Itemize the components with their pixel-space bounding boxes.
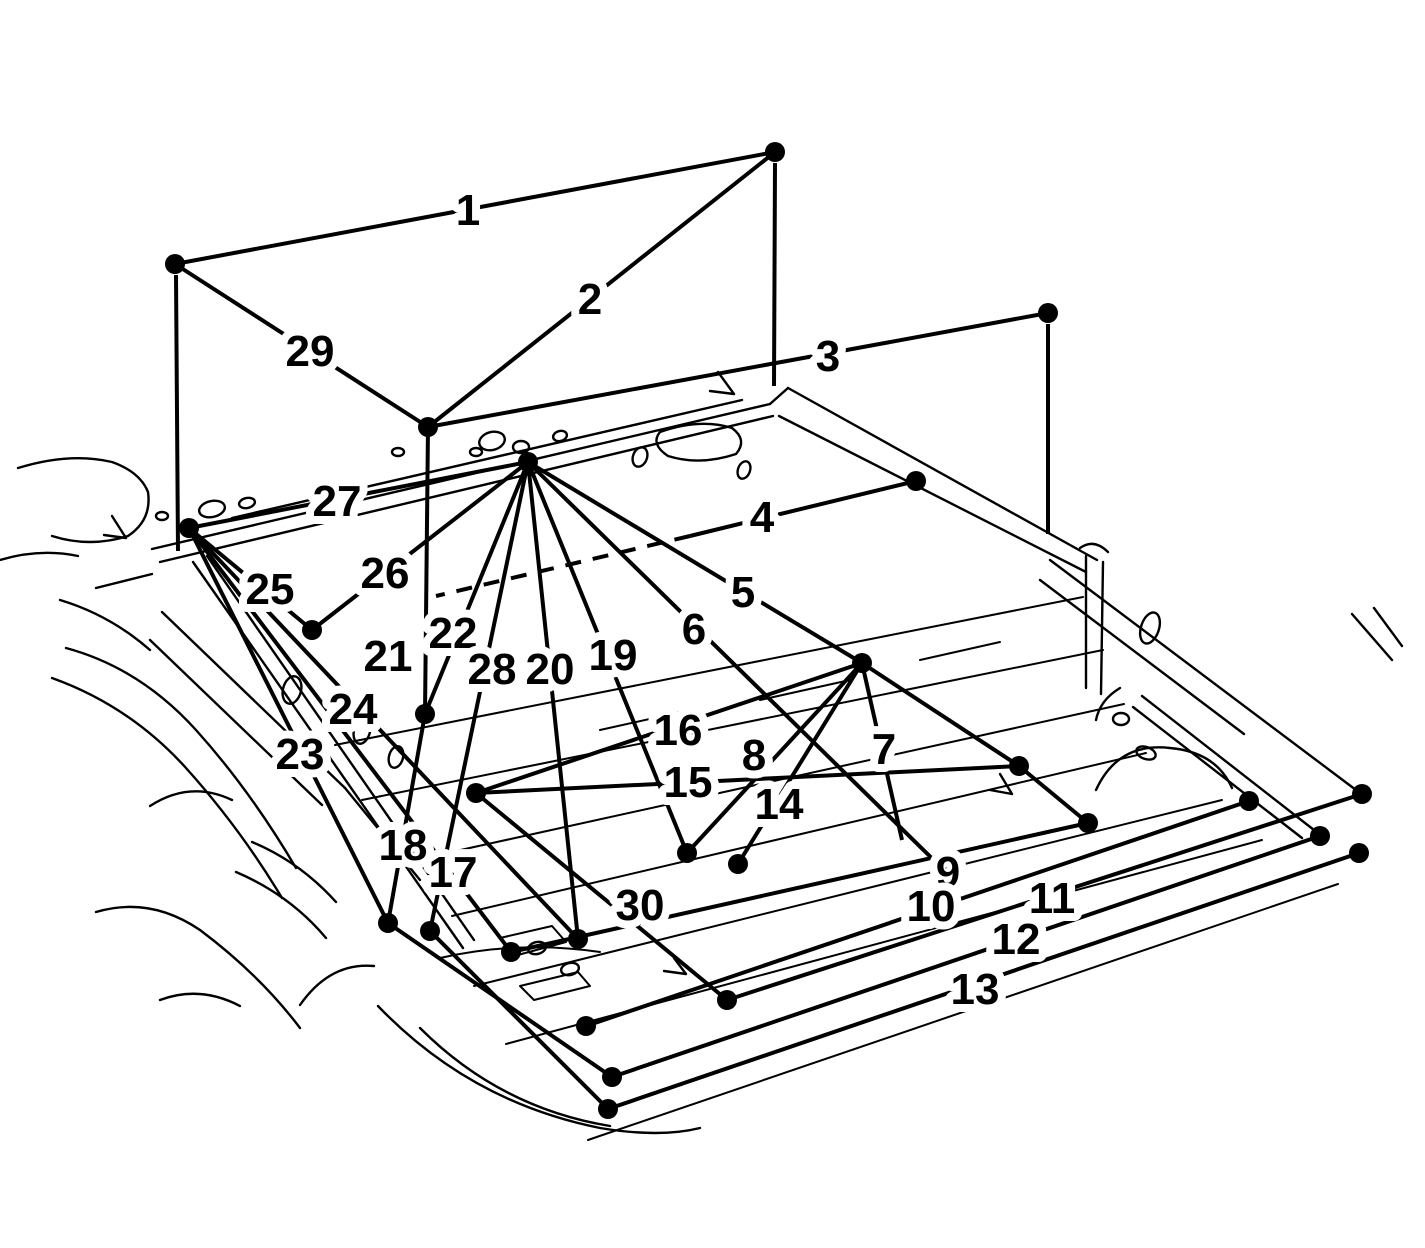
measurement-line-25 (187, 526, 314, 632)
measurement-line-6 (526, 460, 954, 880)
measurement-point-RB2 (1239, 791, 1259, 811)
measurement-line-11 (726, 792, 1363, 1002)
measurement-point-P4 (906, 471, 926, 491)
measurement-line-5 (526, 460, 864, 665)
measurement-line-23 (187, 527, 390, 924)
measurement-line-14 (736, 661, 864, 866)
measurement-label-2: 2 (578, 275, 602, 324)
measurement-point-RB3 (1310, 826, 1330, 846)
measurement-line-15 (475, 764, 1020, 795)
measurement-point-RB1 (1352, 784, 1372, 804)
measurement-label-27: 27 (313, 477, 362, 526)
measurement-point-A (378, 913, 398, 933)
measurement-point-RB4 (1349, 843, 1369, 863)
measurement-label-26: 26 (361, 549, 410, 598)
measurement-point-PD15 (1009, 756, 1029, 776)
measurement-point-B (420, 921, 440, 941)
measurement-line-26 (310, 460, 530, 632)
measurement-point-PJ (418, 417, 438, 437)
measurement-point-P2 (165, 254, 185, 274)
measurement-label-13: 13 (951, 965, 1000, 1014)
measurement-line-28 (428, 461, 530, 932)
measurement-label-5: 5 (731, 568, 755, 617)
measurement-label-22: 22 (429, 609, 478, 658)
measurement-label-6: 6 (682, 605, 706, 654)
vehicle-line-art (0, 370, 1404, 1141)
measurement-point-F (602, 1067, 622, 1087)
reference-segment-8 (435, 534, 691, 598)
reference-segment-7 (428, 929, 610, 1111)
measurement-line-12 (611, 834, 1321, 1079)
measurement-label-24: 24 (329, 685, 378, 734)
measurement-line-10 (585, 799, 1250, 1028)
measurement-line-27 (188, 460, 529, 530)
measurement-label-16: 16 (654, 706, 703, 755)
measurement-point-M1 (677, 843, 697, 863)
measurement-label-25: 25 (246, 565, 295, 614)
reference-segment-2 (174, 274, 180, 552)
reference-segment-1 (772, 162, 777, 387)
measurement-point-H3 (466, 783, 486, 803)
measurement-label-10: 10 (907, 882, 956, 931)
measurement-label-12: 12 (992, 915, 1041, 964)
measurement-line-2 (426, 150, 777, 429)
measurement-point-E (576, 1016, 596, 1036)
measurement-line-22 (423, 461, 530, 715)
measurement-point-PR (852, 653, 872, 673)
measurement-line-3 (427, 311, 1049, 429)
measurement-label-1: 1 (456, 186, 480, 235)
measurement-label-14: 14 (755, 780, 804, 829)
measurement-point-D (568, 929, 588, 949)
measurement-line-7 (860, 662, 904, 841)
measurement-label-20: 20 (526, 645, 575, 694)
measurement-point-PL (179, 518, 199, 538)
measurement-label-3: 3 (816, 332, 840, 381)
measurement-point-P3 (1038, 303, 1058, 323)
measurement-point-PD9 (1078, 813, 1098, 833)
measurement-line-16 (475, 661, 863, 795)
measurement-line-24 (187, 526, 580, 941)
measurement-line-30 (474, 791, 729, 1002)
measurement-label-21: 21 (364, 632, 413, 681)
measurement-line-13 (607, 851, 1360, 1111)
reference-segment-4 (860, 661, 1021, 768)
measurement-label-30: 30 (616, 881, 665, 930)
measurement-label-7: 7 (872, 725, 896, 774)
reference-segment-5 (1017, 764, 1090, 825)
measurement-point-P21b (415, 704, 435, 724)
measurement-line-21 (423, 426, 430, 715)
measurement-label-11: 11 (1029, 874, 1076, 923)
measurement-point-G (598, 1099, 618, 1119)
measurement-point-C (501, 942, 521, 962)
measurement-point-Q (717, 990, 737, 1010)
measurement-label-19: 19 (589, 631, 638, 680)
measurement-point-P26 (302, 620, 322, 640)
measurement-label-29: 29 (286, 327, 335, 376)
measurement-label-15: 15 (664, 758, 713, 807)
measurement-line-17 (187, 526, 513, 954)
measurement-point-P1 (765, 142, 785, 162)
measurement-line-4 (689, 479, 917, 538)
measurement-line-1 (174, 150, 776, 266)
measurement-label-4: 4 (750, 493, 775, 542)
measurement-label-23: 23 (276, 730, 325, 779)
measurement-point-PH (518, 452, 538, 472)
measurement-line-29 (173, 262, 430, 429)
measurement-label-17: 17 (429, 848, 478, 897)
measurement-label-28: 28 (468, 645, 517, 694)
measurement-line-9 (510, 821, 1089, 954)
measurement-label-18: 18 (379, 821, 428, 870)
measurement-line-8 (685, 661, 864, 855)
measurement-label-8: 8 (742, 731, 766, 780)
measurement-line-20 (526, 461, 580, 940)
measurement-line-18 (386, 713, 427, 924)
measurement-line-19 (526, 461, 689, 854)
measurement-point-M2 (728, 854, 748, 874)
